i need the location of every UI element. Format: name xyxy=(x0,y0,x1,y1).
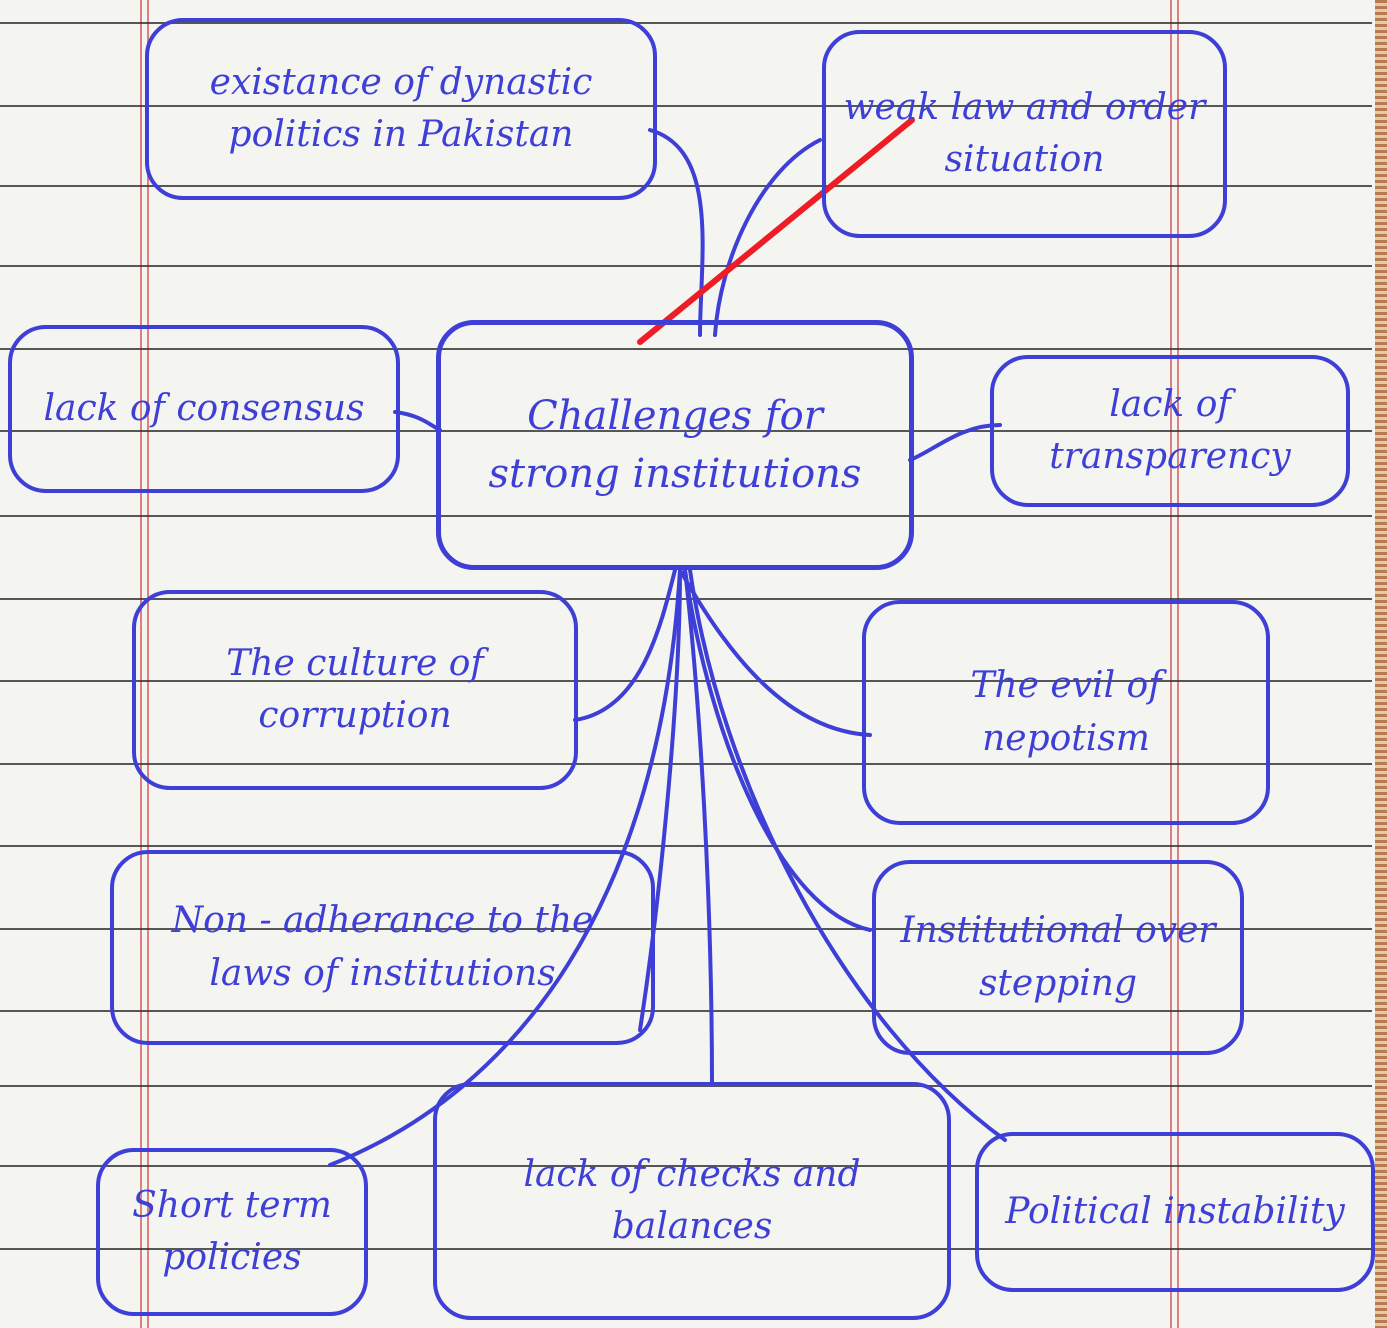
page-edge xyxy=(1375,0,1387,1328)
node-nepotism: The evil of nepotism xyxy=(862,600,1270,825)
node-dynastic: existance of dynastic politics in Pakist… xyxy=(145,18,657,200)
node-short-term-label: Short term policies xyxy=(132,1184,332,1278)
ruled-line xyxy=(0,185,1372,187)
ruled-line xyxy=(0,265,1372,267)
margin-line-left-2 xyxy=(147,0,149,1328)
node-corruption: The culture of corruption xyxy=(132,590,578,790)
margin-line-right xyxy=(1170,0,1172,1328)
link-non-adherance xyxy=(638,568,682,1032)
node-checks-label: lack of checks and balances xyxy=(523,1153,861,1247)
ruled-line xyxy=(0,1085,1372,1087)
node-nepotism-label: The evil of nepotism xyxy=(970,665,1162,759)
ruled-line xyxy=(0,430,1372,432)
node-non-adherance: Non - adherance to the laws of instituti… xyxy=(110,850,655,1045)
ruled-line xyxy=(0,22,1372,24)
link-nepotism xyxy=(678,568,872,737)
node-law-order-label: weak law and order situation xyxy=(843,86,1206,180)
ruled-line xyxy=(0,680,1372,682)
red-annotation-line xyxy=(637,117,915,345)
ruled-line xyxy=(0,1010,1372,1012)
link-dynastic xyxy=(648,128,705,337)
link-transparency xyxy=(908,423,1002,462)
node-transparency: lack of transparency xyxy=(990,355,1350,507)
ruled-line xyxy=(0,515,1372,517)
link-checks xyxy=(683,568,714,1087)
ruled-line xyxy=(0,348,1372,350)
node-overstepping-label: Institutional over stepping xyxy=(900,910,1216,1004)
link-instability xyxy=(688,568,1007,1142)
node-center: Challenges for strong institutions xyxy=(436,320,914,570)
ruled-line xyxy=(0,1165,1372,1167)
margin-line-left xyxy=(140,0,142,1328)
ruled-line xyxy=(0,1248,1372,1250)
link-law-order xyxy=(713,138,822,337)
node-short-term: Short term policies xyxy=(96,1148,368,1316)
node-corruption-label: The culture of corruption xyxy=(226,642,484,736)
node-instability-label: Political instability xyxy=(1005,1190,1345,1232)
ruled-line xyxy=(0,598,1372,600)
ruled-line xyxy=(0,105,1372,107)
node-transparency-label: lack of transparency xyxy=(1049,383,1291,477)
ruled-line xyxy=(0,928,1372,930)
node-law-order: weak law and order situation xyxy=(822,30,1227,238)
ruled-line xyxy=(0,763,1372,765)
node-checks: lack of checks and balances xyxy=(433,1082,951,1320)
node-overstepping: Institutional over stepping xyxy=(872,860,1244,1055)
link-overstepping xyxy=(683,568,872,932)
node-non-adherance-label: Non - adherance to the laws of instituti… xyxy=(171,900,594,994)
link-corruption xyxy=(573,568,677,722)
node-dynastic-label: existance of dynastic politics in Pakist… xyxy=(209,61,593,155)
node-instability: Political instability xyxy=(975,1132,1375,1292)
link-consensus xyxy=(393,410,442,432)
node-consensus: lack of consensus xyxy=(8,325,400,493)
node-consensus-label: lack of consensus xyxy=(43,387,365,429)
node-center-label: Challenges for strong institutions xyxy=(488,393,862,497)
margin-line-right-2 xyxy=(1177,0,1179,1328)
link-short-term xyxy=(328,568,682,1167)
ruled-line xyxy=(0,845,1372,847)
